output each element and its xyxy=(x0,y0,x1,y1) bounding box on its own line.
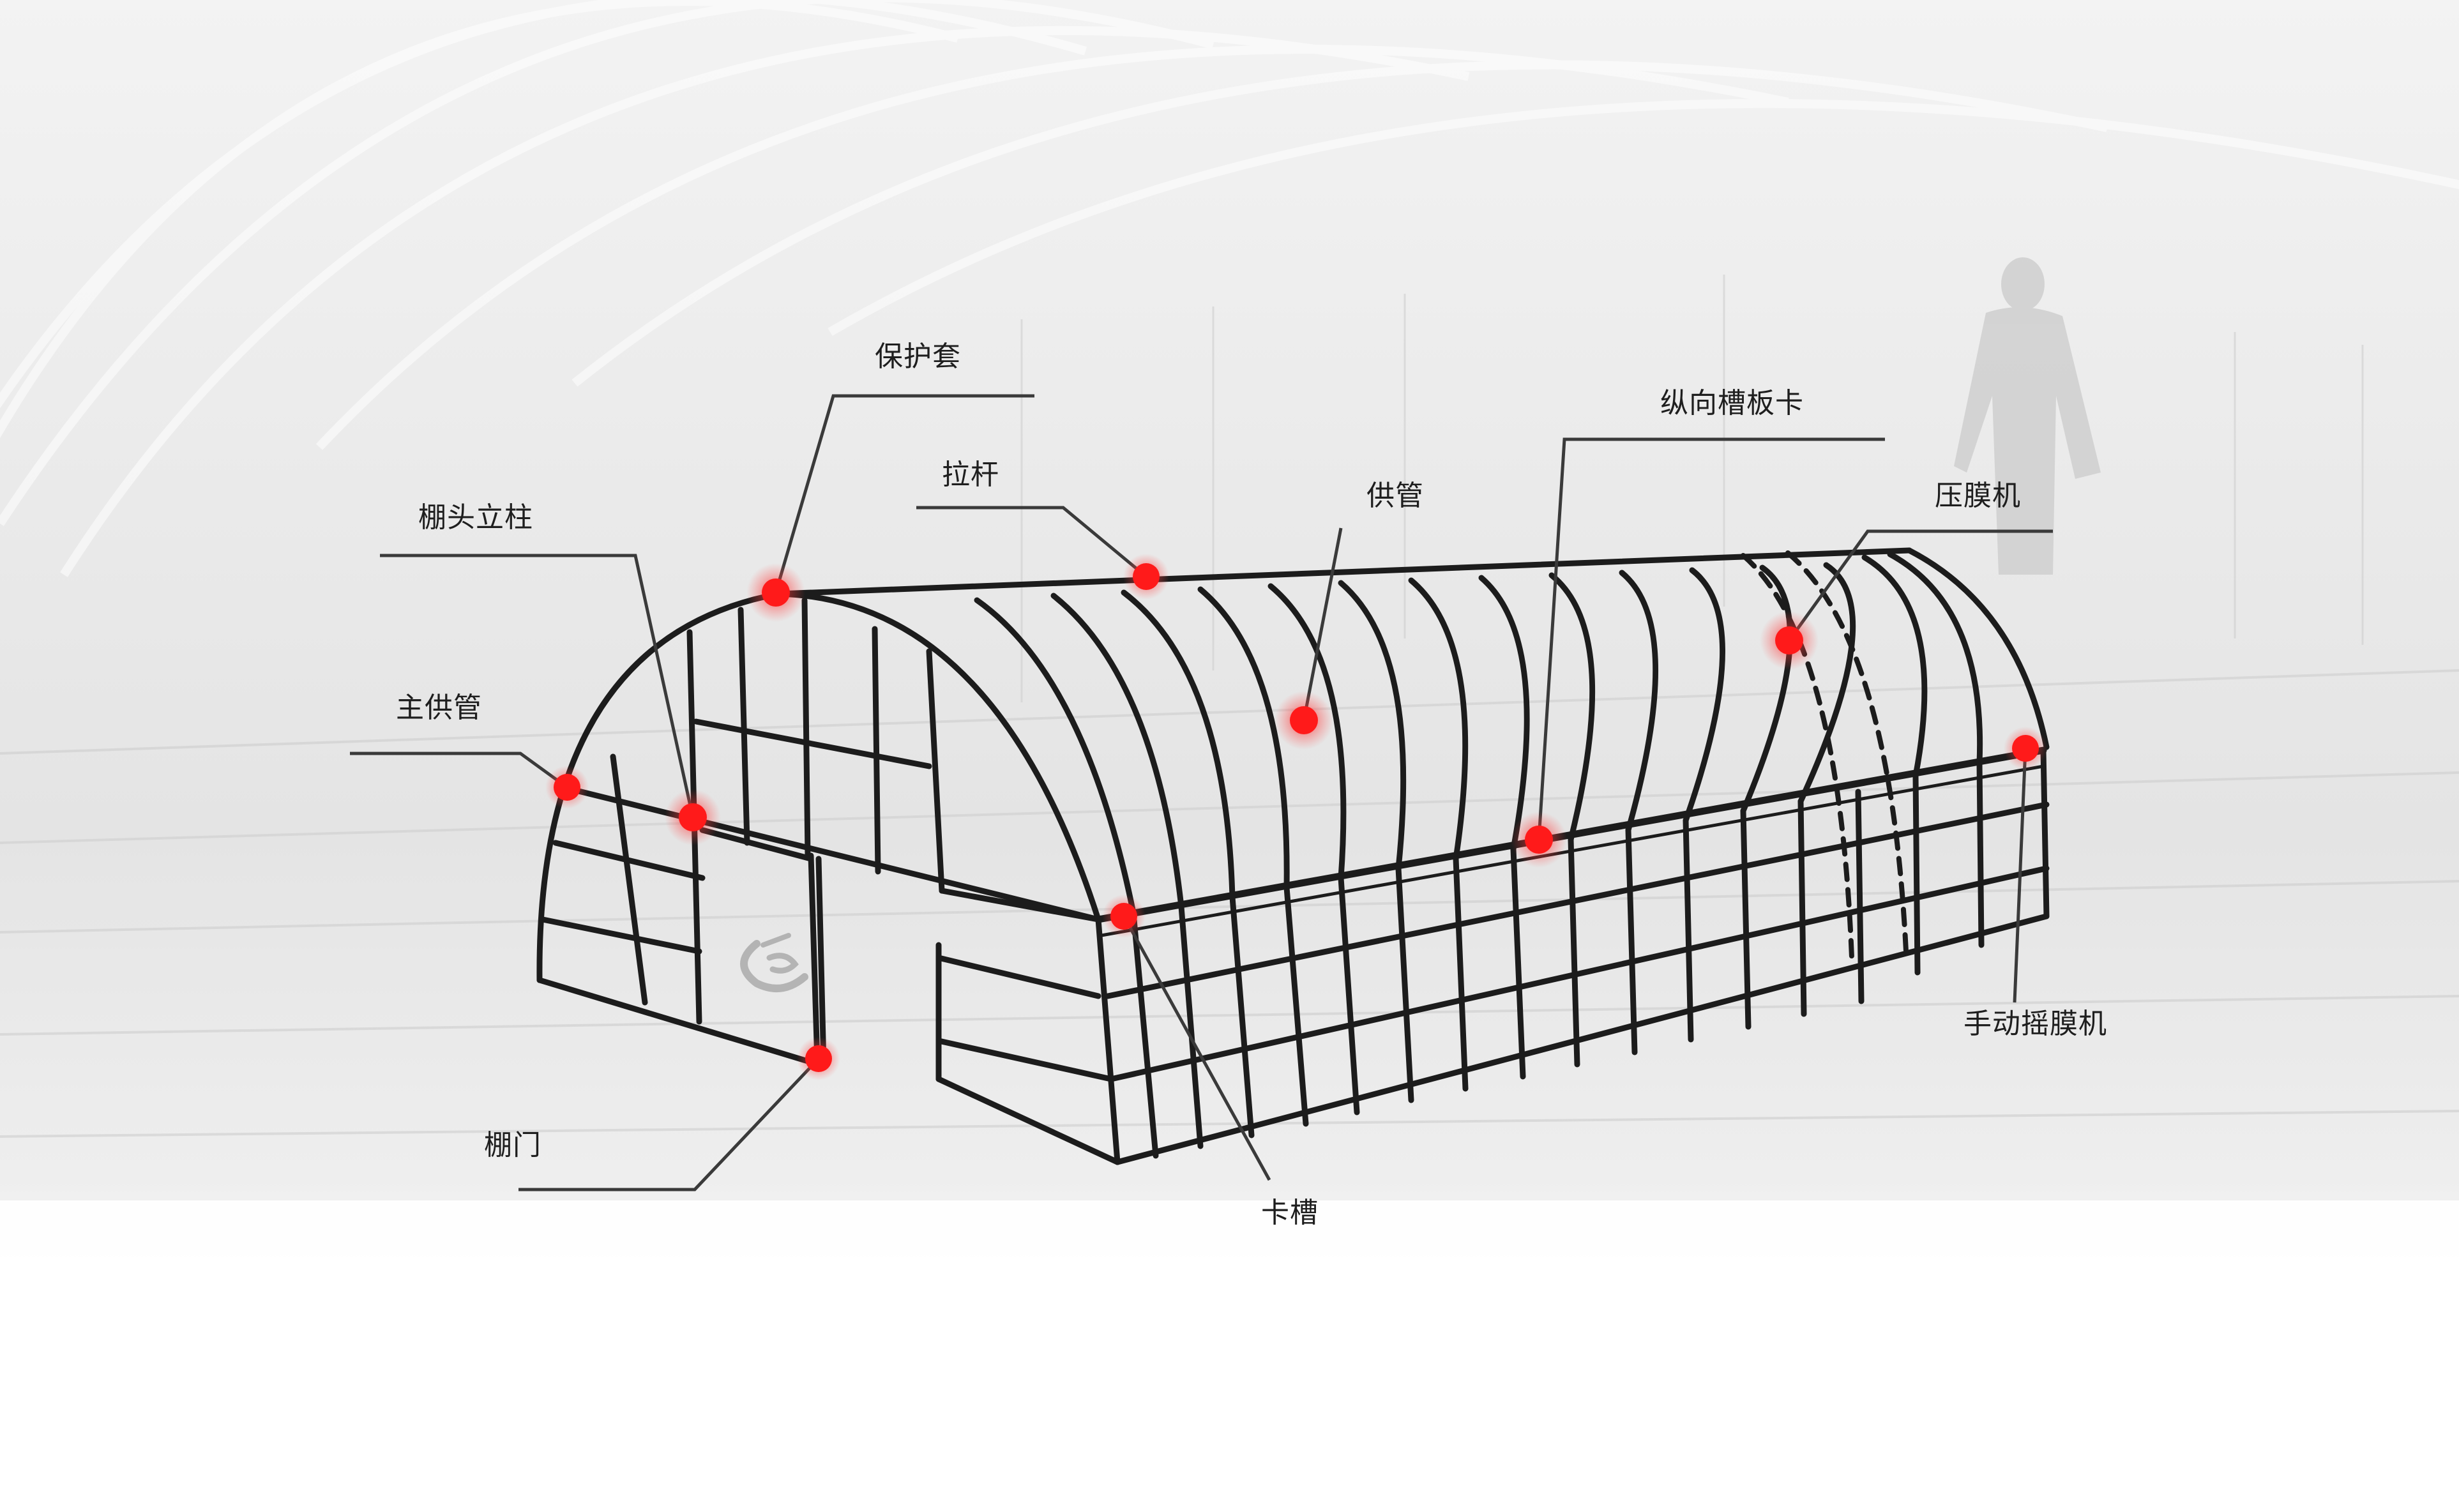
person-silhouette xyxy=(1954,257,2101,575)
leader-lines xyxy=(350,394,2053,1191)
leader-greenhouse-door xyxy=(518,1057,820,1191)
leader-manual-film-roller xyxy=(2013,748,2027,1003)
gable-eave-bar xyxy=(565,785,1101,923)
leader-longitudinal-channel-clip xyxy=(1537,437,1885,840)
marker-supply-pipe xyxy=(1275,691,1333,750)
label-protective-sleeve: 保护套 xyxy=(875,340,961,373)
label-film-press-machine: 压膜机 xyxy=(1935,480,2021,512)
red-markers xyxy=(545,554,2047,1080)
marker-tie-rod xyxy=(1123,554,1169,600)
label-clamp-channel: 卡槽 xyxy=(1261,1197,1319,1229)
label-main-supply-pipe: 主供管 xyxy=(396,692,482,724)
far-end-arch xyxy=(1906,547,2050,750)
roof-arches xyxy=(974,551,1983,916)
label-manual-film-roller: 手动摇膜机 xyxy=(1963,1008,2107,1040)
label-gable-column: 棚头立柱 xyxy=(418,501,533,534)
marker-protective-sleeve xyxy=(746,563,805,622)
leader-tie-rod xyxy=(916,506,1147,578)
label-greenhouse-door: 棚门 xyxy=(484,1129,541,1161)
label-supply-pipe: 供管 xyxy=(1366,480,1424,512)
marker-longitudinal-channel-clip xyxy=(1511,812,1567,868)
greenhouse-frame xyxy=(536,547,2050,1165)
leader-film-press-machine xyxy=(1787,529,2053,642)
marker-manual-film-roller xyxy=(2004,727,2047,770)
leader-protective-sleeve xyxy=(774,394,1034,593)
marker-greenhouse-door xyxy=(797,1037,840,1080)
leader-supply-pipe xyxy=(1302,527,1343,721)
marker-clamp-channel xyxy=(1102,895,1146,938)
ridge-line xyxy=(776,547,1912,597)
marker-film-press-machine xyxy=(1760,611,1819,670)
brand-logo-icon xyxy=(740,933,808,992)
label-tie-rod: 拉杆 xyxy=(942,458,999,491)
leader-clamp-channel xyxy=(1122,915,1271,1181)
marker-main-supply-pipe xyxy=(545,766,589,809)
leader-gable-column xyxy=(380,554,695,818)
side-wall-posts xyxy=(1130,760,1985,1159)
film-press-dashed-lines xyxy=(1741,550,1909,960)
label-longitudinal-channel-clip: 纵向槽板卡 xyxy=(1660,387,1804,420)
marker-gable-column xyxy=(665,789,721,845)
